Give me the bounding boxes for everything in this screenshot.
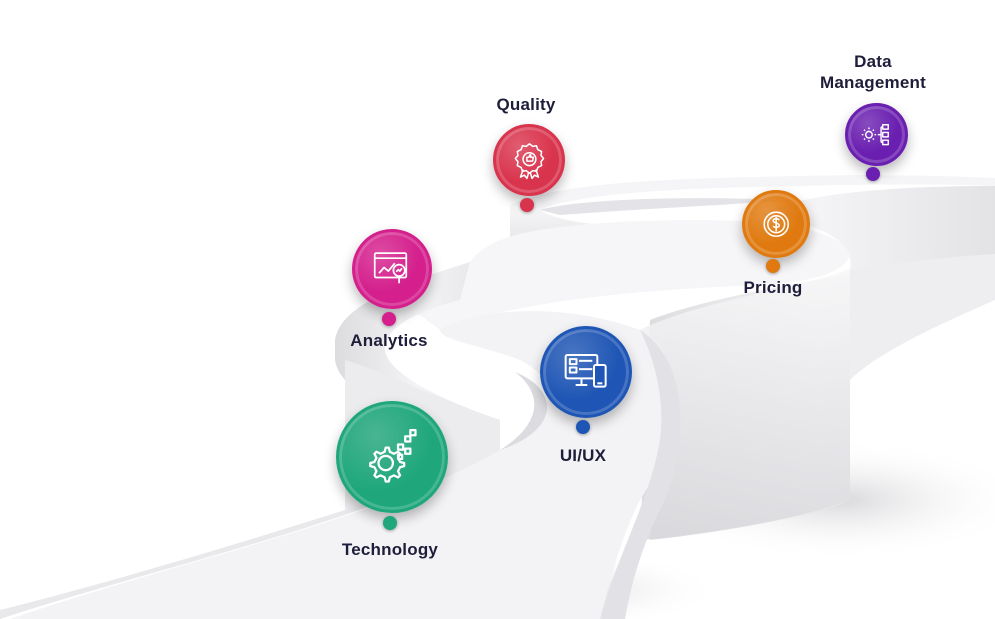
gear-cubes-icon: [336, 401, 448, 513]
milestone-label: Analytics: [350, 331, 428, 350]
quality-badge-icon: [493, 124, 565, 196]
devices-icon: [540, 326, 632, 418]
milestone-label: Quality: [496, 95, 556, 114]
milestone-label: Pricing: [743, 278, 803, 297]
milestone-label: Data Management: [793, 51, 953, 93]
analytics-chart-icon: [352, 229, 432, 309]
milestone-label: UI/UX: [559, 446, 607, 465]
milestone-label: Technology: [341, 540, 439, 559]
label-line: Management: [820, 73, 926, 92]
timeline-dot: [766, 259, 780, 273]
timeline-dot: [382, 312, 396, 326]
timeline-dot: [383, 516, 397, 530]
timeline-dot: [866, 167, 880, 181]
data-hierarchy-icon: [845, 103, 908, 166]
label-line: Data: [854, 52, 892, 71]
dollar-coin-icon: [742, 190, 810, 258]
timeline-dot: [520, 198, 534, 212]
timeline-dot: [576, 420, 590, 434]
